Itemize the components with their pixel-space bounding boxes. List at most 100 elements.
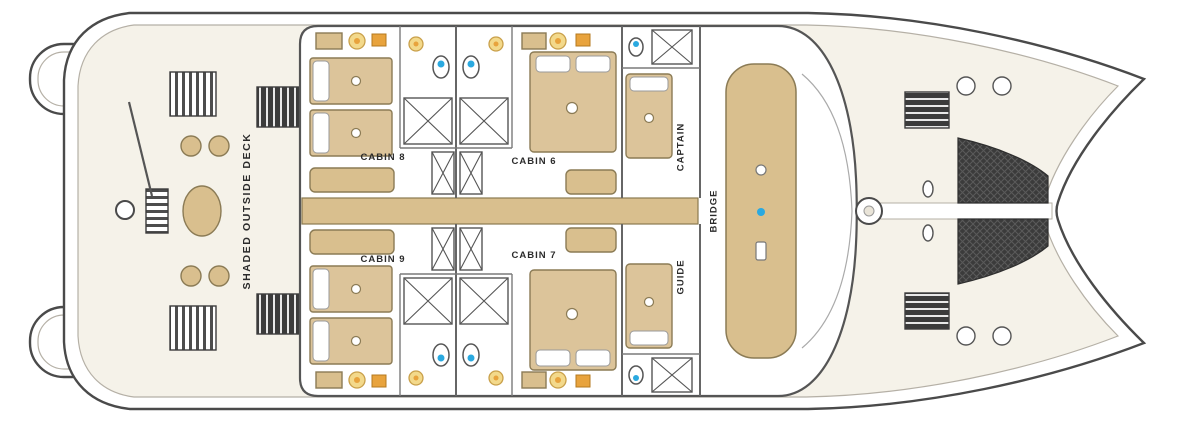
deck-table: [182, 185, 222, 237]
bed-mark: [350, 75, 362, 87]
deck-bench: [145, 188, 169, 234]
deck-hatch-4: [992, 326, 1012, 346]
cabin-8: CABIN 8: [309, 32, 455, 195]
shower-icon: [459, 277, 509, 325]
aft-steps-top: [256, 86, 300, 128]
shower-icon: [651, 29, 693, 65]
deck-chair-1: [180, 135, 202, 157]
toilet-lid-mark: [437, 354, 445, 362]
corridor: [301, 197, 699, 225]
sofa: [565, 169, 617, 195]
shower-icon: [403, 97, 453, 145]
mooring-cleat-top: [922, 180, 934, 198]
windlass-detail: [863, 205, 875, 217]
wardrobe-icon: [431, 227, 455, 271]
shower-icon: [403, 277, 453, 325]
sofa: [565, 227, 617, 253]
bow-walkway: [855, 202, 1053, 220]
sun-lounger-top: [169, 71, 217, 117]
aft-steps-bottom: [256, 293, 300, 335]
bridge-label: BRIDGE: [709, 190, 720, 233]
bed-mark: [350, 335, 362, 347]
deck-hatch-1: [956, 76, 976, 96]
toilet-lid-mark: [467, 354, 475, 362]
shower-icon: [459, 97, 509, 145]
bed-mark: [643, 112, 655, 124]
sofa: [309, 167, 395, 193]
sink-drain: [354, 38, 360, 44]
counter-icon: [575, 374, 591, 388]
cabin-7-label: CABIN 7: [511, 250, 556, 261]
cabin-7: CABIN 7: [459, 227, 617, 389]
wardrobe-icon: [459, 227, 483, 271]
wardrobe-icon: [431, 151, 455, 195]
deck-chair-2: [208, 135, 230, 157]
sink-drain: [555, 377, 561, 383]
pole-base: [115, 200, 135, 220]
shaded-deck-label: SHADED OUTSIDE DECK: [241, 133, 253, 290]
wardrobe-icon: [459, 151, 483, 195]
deck-hatch-2: [992, 76, 1012, 96]
pillow: [575, 55, 611, 73]
shower-icon: [651, 357, 693, 393]
deck-hatch-3: [956, 326, 976, 346]
sun-lounger-bottom: [169, 305, 217, 351]
pillow: [629, 76, 669, 92]
mooring-cleat-bottom: [922, 224, 934, 242]
bed-mark: [565, 307, 579, 321]
pillow: [312, 320, 330, 362]
trampoline-net-top: [957, 137, 1049, 204]
instrument-dial-icon: [755, 164, 767, 176]
bed-mark: [565, 101, 579, 115]
vanity: [521, 371, 547, 389]
bath-sink-drain: [493, 375, 499, 381]
pillow: [312, 112, 330, 154]
bow-area: [855, 76, 1053, 346]
bed-mark: [350, 127, 362, 139]
toilet-lid-mark: [467, 60, 475, 68]
captain-cabin: CAPTAIN: [625, 29, 693, 172]
aft-deck: SHADED OUTSIDE DECK: [115, 71, 300, 351]
pillow: [629, 330, 669, 346]
vanity: [315, 32, 343, 50]
bath-sink-drain: [413, 375, 419, 381]
bridge: BRIDGE: [709, 63, 853, 359]
bed-mark: [350, 283, 362, 295]
guide-label: GUIDE: [676, 259, 687, 294]
throttle-icon: [755, 241, 767, 261]
flag-pole: [127, 101, 154, 197]
pillow: [312, 268, 330, 310]
vanity: [521, 32, 547, 50]
sink-drain: [555, 38, 561, 44]
captain-label: CAPTAIN: [676, 123, 687, 172]
trampoline-net-bottom: [957, 218, 1049, 285]
counter-icon: [371, 33, 387, 47]
pillow: [575, 349, 611, 367]
pillow: [535, 55, 571, 73]
cabin-6: CABIN 6: [459, 32, 617, 195]
windshield-line: [801, 73, 853, 349]
deck-chair-3: [180, 265, 202, 287]
bed-mark: [643, 296, 655, 308]
bow-steps-top: [904, 91, 950, 129]
bath-sink-drain: [413, 41, 419, 47]
toilet-lid-mark: [633, 41, 639, 47]
pillow: [535, 349, 571, 367]
cabin-9: CABIN 9: [309, 227, 455, 389]
counter-icon: [575, 33, 591, 47]
toilet-lid-mark: [633, 375, 639, 381]
cabin-8-label: CABIN 8: [360, 152, 405, 163]
bathroom-wall-top: [399, 26, 513, 149]
vanity: [315, 371, 343, 389]
toilet-lid-mark: [437, 60, 445, 68]
bath-sink-drain: [493, 41, 499, 47]
guide-cabin: GUIDE: [625, 259, 693, 393]
cabin-9-label: CABIN 9: [360, 254, 405, 265]
deck-chair-4: [208, 265, 230, 287]
bathroom-wall-bottom: [399, 273, 513, 396]
counter-icon: [371, 374, 387, 388]
sofa: [309, 229, 395, 255]
pillow: [312, 60, 330, 102]
